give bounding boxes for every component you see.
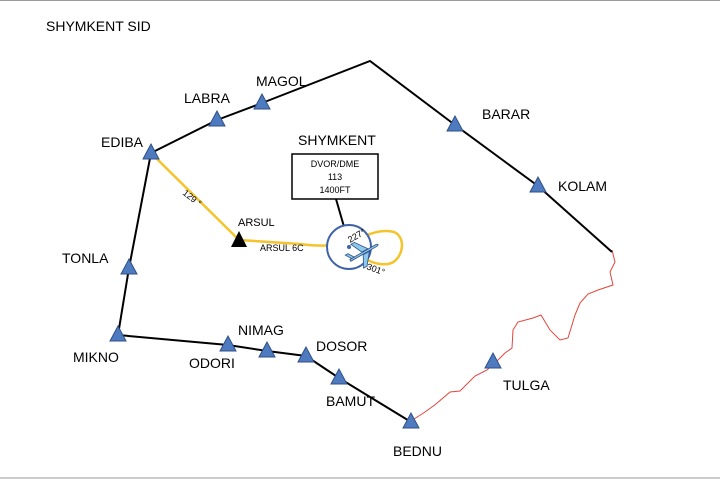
waypoint-ediba-icon[interactable] bbox=[142, 142, 160, 160]
waypoint-label: EDIBA bbox=[101, 134, 144, 150]
waypoint-tonla-icon[interactable] bbox=[120, 257, 138, 275]
waypoint-barar-icon[interactable] bbox=[446, 114, 464, 132]
aircraft-icon bbox=[344, 241, 379, 269]
waypoint-labra-icon[interactable] bbox=[208, 109, 226, 127]
waypoint-label: KOLAM bbox=[558, 178, 607, 194]
border-line bbox=[410, 249, 616, 422]
station-name: SHYMKENT bbox=[298, 132, 376, 148]
waypoint-label: LABRA bbox=[184, 90, 231, 106]
waypoint-odori-icon[interactable] bbox=[219, 334, 237, 352]
waypoint-magol-icon[interactable] bbox=[253, 92, 271, 110]
waypoint-label: MAGOL bbox=[256, 73, 307, 89]
waypoint-label: BEDNU bbox=[393, 443, 442, 459]
arsul-label: ARSUL bbox=[238, 217, 275, 229]
station-box-line3: 1400FT bbox=[319, 185, 351, 195]
waypoint-dosor-icon[interactable] bbox=[297, 345, 315, 363]
waypoint-label: DOSOR bbox=[316, 338, 367, 354]
waypoint-label: BARAR bbox=[482, 106, 530, 122]
route-west bbox=[116, 152, 412, 423]
waypoint-tulga-icon[interactable] bbox=[484, 351, 502, 369]
vor-center bbox=[347, 245, 351, 249]
waypoint-label: TULGA bbox=[503, 377, 550, 393]
bearing-label: 129 ° bbox=[181, 188, 204, 209]
route-label-arsul-6c: ARSUL 6C bbox=[260, 243, 304, 253]
waypoint-label: TONLA bbox=[62, 250, 109, 266]
waypoint-bamut-icon[interactable] bbox=[330, 367, 348, 385]
station-box-line1: DVOR/DME bbox=[311, 159, 360, 169]
arsul-fix-icon bbox=[231, 231, 247, 247]
waypoint-mikno-icon[interactable] bbox=[109, 324, 127, 342]
waypoint-kolam-icon[interactable] bbox=[529, 175, 547, 193]
waypoint-label: NIMAG bbox=[238, 322, 284, 338]
waypoint-label: ODORI bbox=[189, 355, 235, 371]
station-box-line2: 113 bbox=[328, 172, 342, 182]
waypoint-label: BAMUT bbox=[326, 393, 375, 409]
waypoint-label: MIKNO bbox=[73, 349, 119, 365]
waypoint-bednu-icon[interactable] bbox=[402, 411, 420, 429]
chart-title: SHYMKENT SID bbox=[46, 18, 151, 34]
station-box bbox=[291, 153, 379, 200]
waypoint-nimag-icon[interactable] bbox=[258, 340, 276, 358]
